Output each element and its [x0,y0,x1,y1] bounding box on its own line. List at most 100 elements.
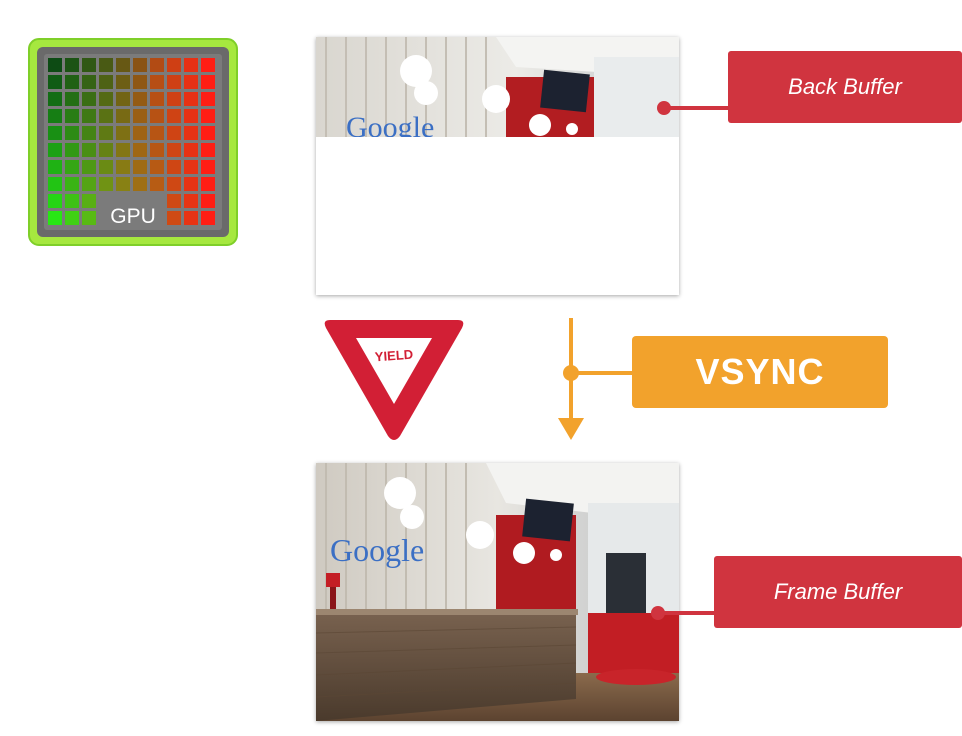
gpu-cell [201,177,215,191]
yield-sign-label: YIELD [374,347,413,365]
gpu-cell [167,126,181,140]
frame-buffer-logo-text: Google [330,532,424,568]
gpu-cell [48,75,62,89]
gpu-cell [65,92,79,106]
gpu-cell [201,194,215,208]
gpu-cell [167,92,181,106]
gpu-cell [82,143,96,157]
gpu-cell [65,58,79,72]
gpu-cell [82,92,96,106]
gpu-cell [99,109,113,123]
gpu-cell [116,126,130,140]
gpu-cell [48,143,62,157]
back-buffer-image: Google [316,37,679,295]
gpu-cell [184,75,198,89]
gpu-cell [65,126,79,140]
gpu-cell [65,160,79,174]
gpu-cell [133,58,147,72]
gpu-cell [201,58,215,72]
gpu-cell [184,177,198,191]
gpu-cell [201,126,215,140]
gpu-cell [82,75,96,89]
gpu-cell [48,109,62,123]
gpu-cell [167,58,181,72]
gpu-cell [116,177,130,191]
gpu-cell [133,143,147,157]
gpu-cell [184,211,198,225]
gpu-cell [82,177,96,191]
gpu-cell [65,109,79,123]
gpu-cell [82,58,96,72]
gpu-cell [116,75,130,89]
gpu-cell [65,75,79,89]
gpu-cell [65,194,79,208]
gpu-cell [150,177,164,191]
gpu-cell [150,126,164,140]
gpu-cell [65,211,79,225]
gpu-chip-icon: GPU [28,38,238,246]
gpu-cell [99,143,113,157]
gpu-cell [99,92,113,106]
gpu-cell [133,177,147,191]
gpu-cell [167,75,181,89]
gpu-cell [184,92,198,106]
gpu-cell [48,211,62,225]
gpu-cell [150,160,164,174]
gpu-cell [48,92,62,106]
gpu-cell [82,211,96,225]
gpu-cell [48,194,62,208]
gpu-cell [133,109,147,123]
frame-buffer-label-text: Frame Buffer [773,579,903,604]
back-buffer-label-text: Back Buffer [788,74,902,99]
gpu-cell [150,58,164,72]
gpu-label: GPU [110,205,156,228]
gpu-cell [150,92,164,106]
gpu-cell [167,194,181,208]
gpu-cell [184,194,198,208]
gpu-cell [167,211,181,225]
gpu-cell [184,126,198,140]
gpu-cell [65,177,79,191]
gpu-cell [184,58,198,72]
gpu-cell [99,160,113,174]
gpu-cell [82,160,96,174]
gpu-cell [167,143,181,157]
gpu-cell [133,92,147,106]
gpu-cell [167,109,181,123]
gpu-cell [201,75,215,89]
gpu-cell [184,160,198,174]
gpu-cell [116,160,130,174]
gpu-cell [99,177,113,191]
gpu-cell [150,143,164,157]
gpu-cell [201,109,215,123]
gpu-cell [184,109,198,123]
gpu-cell [150,109,164,123]
gpu-cell [201,143,215,157]
gpu-cell [82,126,96,140]
gpu-cell [116,143,130,157]
gpu-cell [99,58,113,72]
vsync-label-text: VSYNC [695,351,825,392]
gpu-cell [201,211,215,225]
gpu-cell [116,109,130,123]
gpu-cell [201,92,215,106]
frame-buffer-image: Google [316,463,679,721]
gpu-cell [48,58,62,72]
gpu-cell [184,143,198,157]
vsync-label: VSYNC [632,336,888,408]
yield-sign-icon: YIELD [324,320,464,440]
gpu-cell [116,92,130,106]
gpu-cell [82,194,96,208]
gpu-cell [48,160,62,174]
gpu-cell [99,126,113,140]
gpu-cell [167,177,181,191]
frame-buffer-label: Frame Buffer [714,556,962,628]
gpu-cell [150,75,164,89]
gpu-cell [116,58,130,72]
gpu-cell [48,177,62,191]
gpu-cell [133,126,147,140]
gpu-cell [48,126,62,140]
gpu-cell [201,160,215,174]
gpu-cell [167,160,181,174]
vsync-arrow-icon [558,318,634,440]
